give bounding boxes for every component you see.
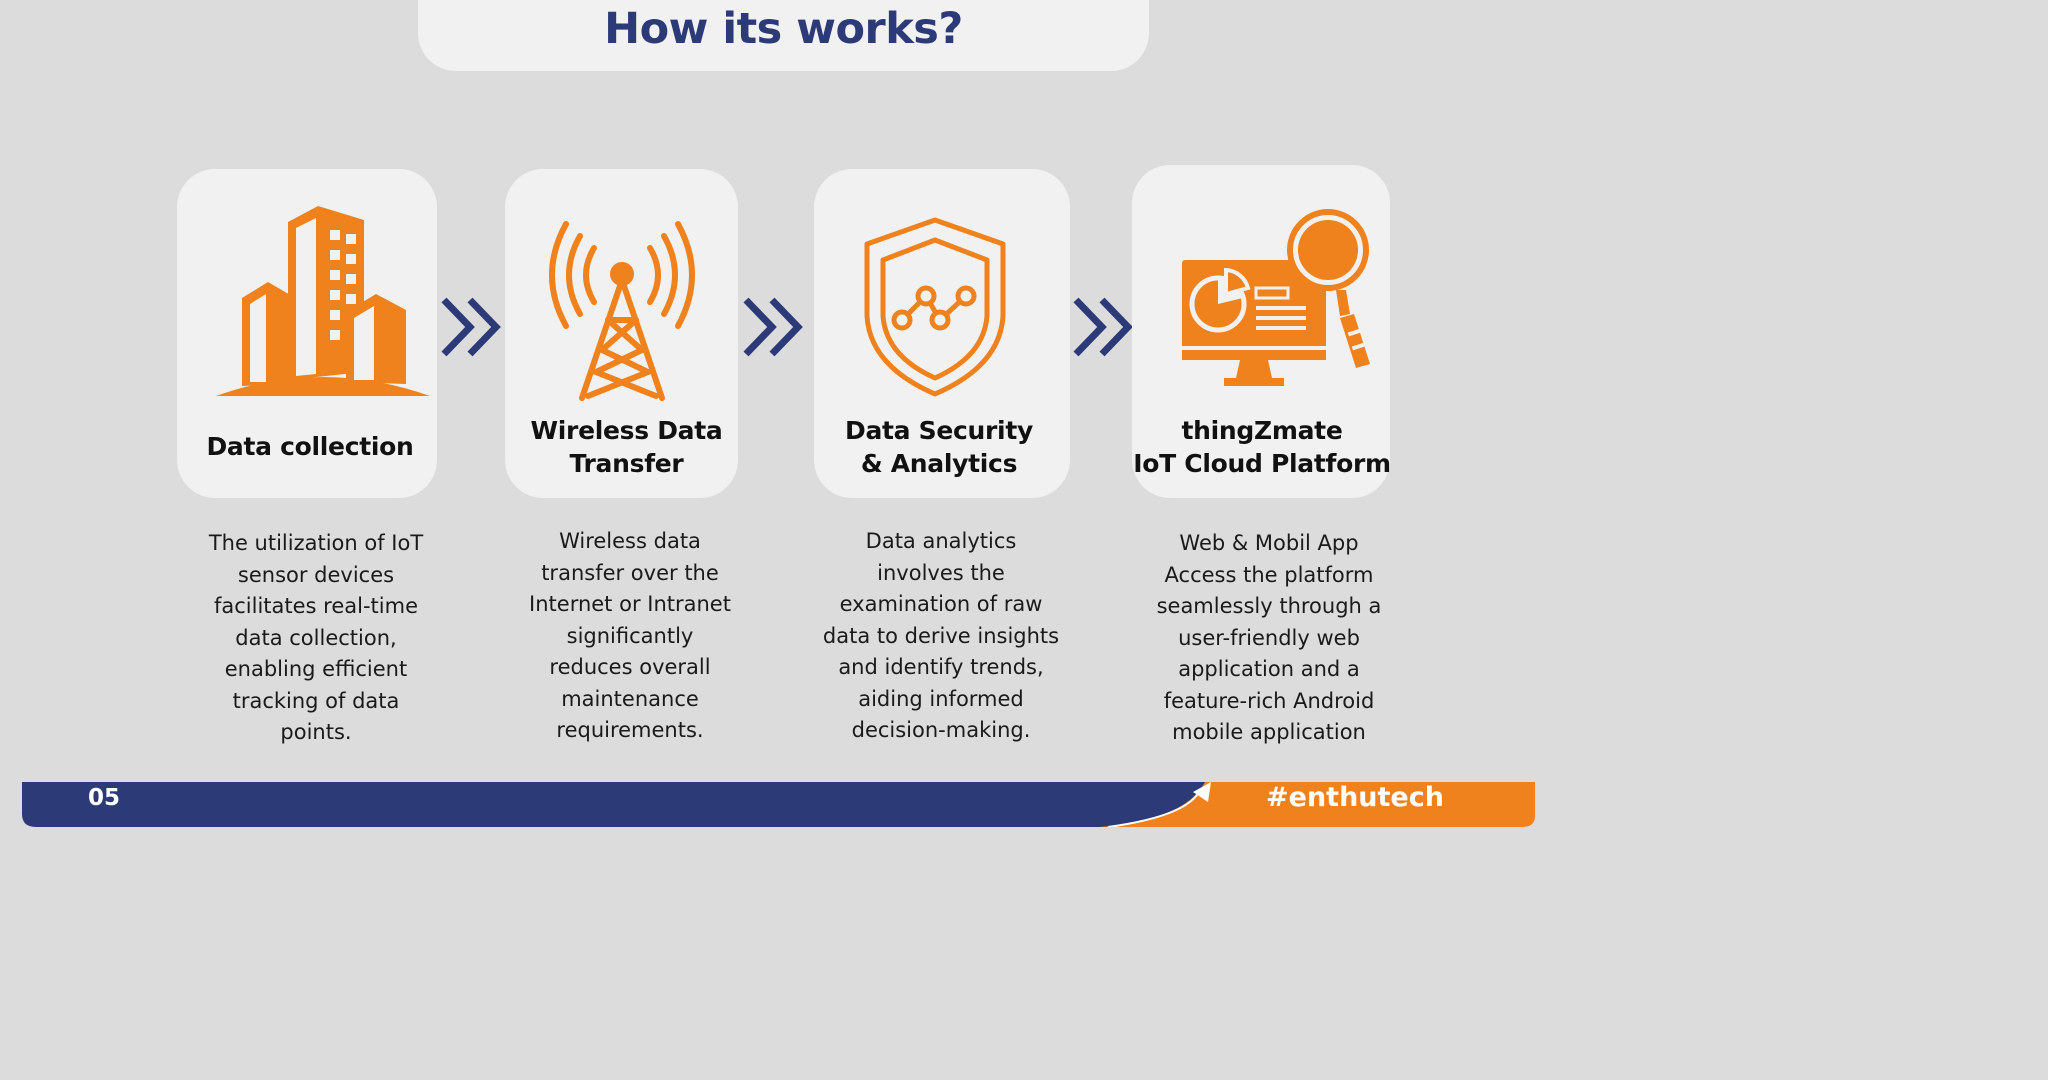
page-title: How its works?: [604, 4, 963, 54]
chevron-right-icon: [743, 297, 803, 357]
chevron-right-icon: [441, 297, 501, 357]
step-description-wireless-transfer: Wireless data transfer over the Internet…: [529, 529, 731, 742]
step-description-cloud-platform: Web & Mobil App Access the platform seam…: [1156, 531, 1382, 744]
step-title-wireless-transfer: Wireless Data Transfer: [530, 416, 723, 478]
step-title-cloud-platform: thingZmate IoT Cloud Platform: [1133, 416, 1391, 478]
antenna-tower-icon: [549, 221, 695, 401]
buildings-icon: [216, 206, 430, 396]
brand-hashtag: #enthutech: [1266, 782, 1444, 813]
slide: How its works?: [22, 0, 1535, 827]
step-title-security-analytics: Data Security & Analytics: [845, 416, 1033, 478]
monitor-magnifier-icon: [1182, 209, 1370, 386]
footer-bar: [22, 782, 1535, 827]
step-description-security-analytics: Data analytics involves the examination …: [822, 529, 1060, 742]
step-description-data-collection: The utilization of IoT sensor devices fa…: [208, 531, 424, 744]
title-panel: [418, 0, 1149, 71]
step-title-data-collection: Data collection: [206, 432, 414, 461]
page-number: 05: [88, 785, 121, 811]
shield-analytics-icon: [864, 217, 1006, 397]
chevron-right-icon: [1073, 297, 1133, 357]
